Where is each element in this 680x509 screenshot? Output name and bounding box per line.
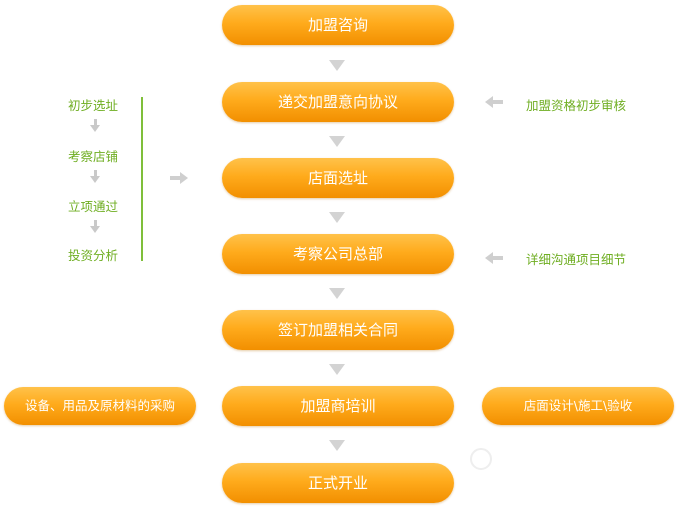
down-arrow-icon: [329, 212, 345, 223]
small-arrow-stem: [94, 220, 97, 226]
left-arrow-stem: [493, 256, 503, 260]
step-submit-intent-agreement[interactable]: 递交加盟意向协议: [222, 82, 454, 122]
right-arrow-icon: [180, 172, 188, 184]
note-qualification-review: 加盟资格初步审核: [526, 98, 627, 113]
down-arrow-icon: [329, 364, 345, 375]
left-sub-item: 投资分析: [68, 248, 119, 263]
sub-process-divider: [141, 97, 143, 261]
side-box-label: 设备、用品及原材料的采购: [24, 398, 175, 413]
watermark-logo-icon: [470, 448, 492, 470]
left-sub-item: 立项通过: [68, 199, 119, 214]
side-box-procurement[interactable]: 设备、用品及原材料的采购: [4, 387, 196, 425]
step-grand-opening[interactable]: 正式开业: [222, 463, 454, 503]
step-store-site-selection[interactable]: 店面选址: [222, 158, 454, 198]
right-arrow-stem: [170, 176, 180, 180]
step-label: 店面选址: [307, 169, 368, 187]
step-sign-contract[interactable]: 签订加盟相关合同: [222, 310, 454, 350]
step-franchise-inquiry[interactable]: 加盟咨询: [222, 5, 454, 45]
step-label: 递交加盟意向协议: [277, 93, 398, 111]
step-label: 考察公司总部: [292, 245, 383, 263]
left-arrow-icon: [485, 252, 493, 264]
left-arrow-stem: [493, 100, 503, 104]
note-detail-communication: 详细沟通项目细节: [526, 252, 627, 267]
step-label: 签订加盟相关合同: [277, 321, 398, 339]
step-franchisee-training[interactable]: 加盟商培训: [222, 386, 454, 426]
step-label: 加盟商培训: [300, 397, 376, 415]
step-visit-headquarters[interactable]: 考察公司总部: [222, 234, 454, 274]
small-down-arrow-icon: [90, 176, 100, 183]
small-arrow-stem: [94, 170, 97, 176]
down-arrow-icon: [329, 288, 345, 299]
down-arrow-icon: [329, 136, 345, 147]
small-down-arrow-icon: [90, 125, 100, 132]
left-arrow-icon: [485, 96, 493, 108]
small-arrow-stem: [94, 119, 97, 125]
step-label: 加盟咨询: [307, 16, 368, 34]
down-arrow-icon: [329, 440, 345, 451]
down-arrow-icon: [329, 60, 345, 71]
small-down-arrow-icon: [90, 226, 100, 233]
left-sub-item: 考察店铺: [68, 149, 119, 164]
left-sub-item: 初步选址: [68, 98, 119, 113]
step-label: 正式开业: [307, 474, 368, 492]
side-box-label: 店面设计\施工\验收: [523, 398, 633, 413]
side-box-store-design[interactable]: 店面设计\施工\验收: [482, 387, 674, 425]
